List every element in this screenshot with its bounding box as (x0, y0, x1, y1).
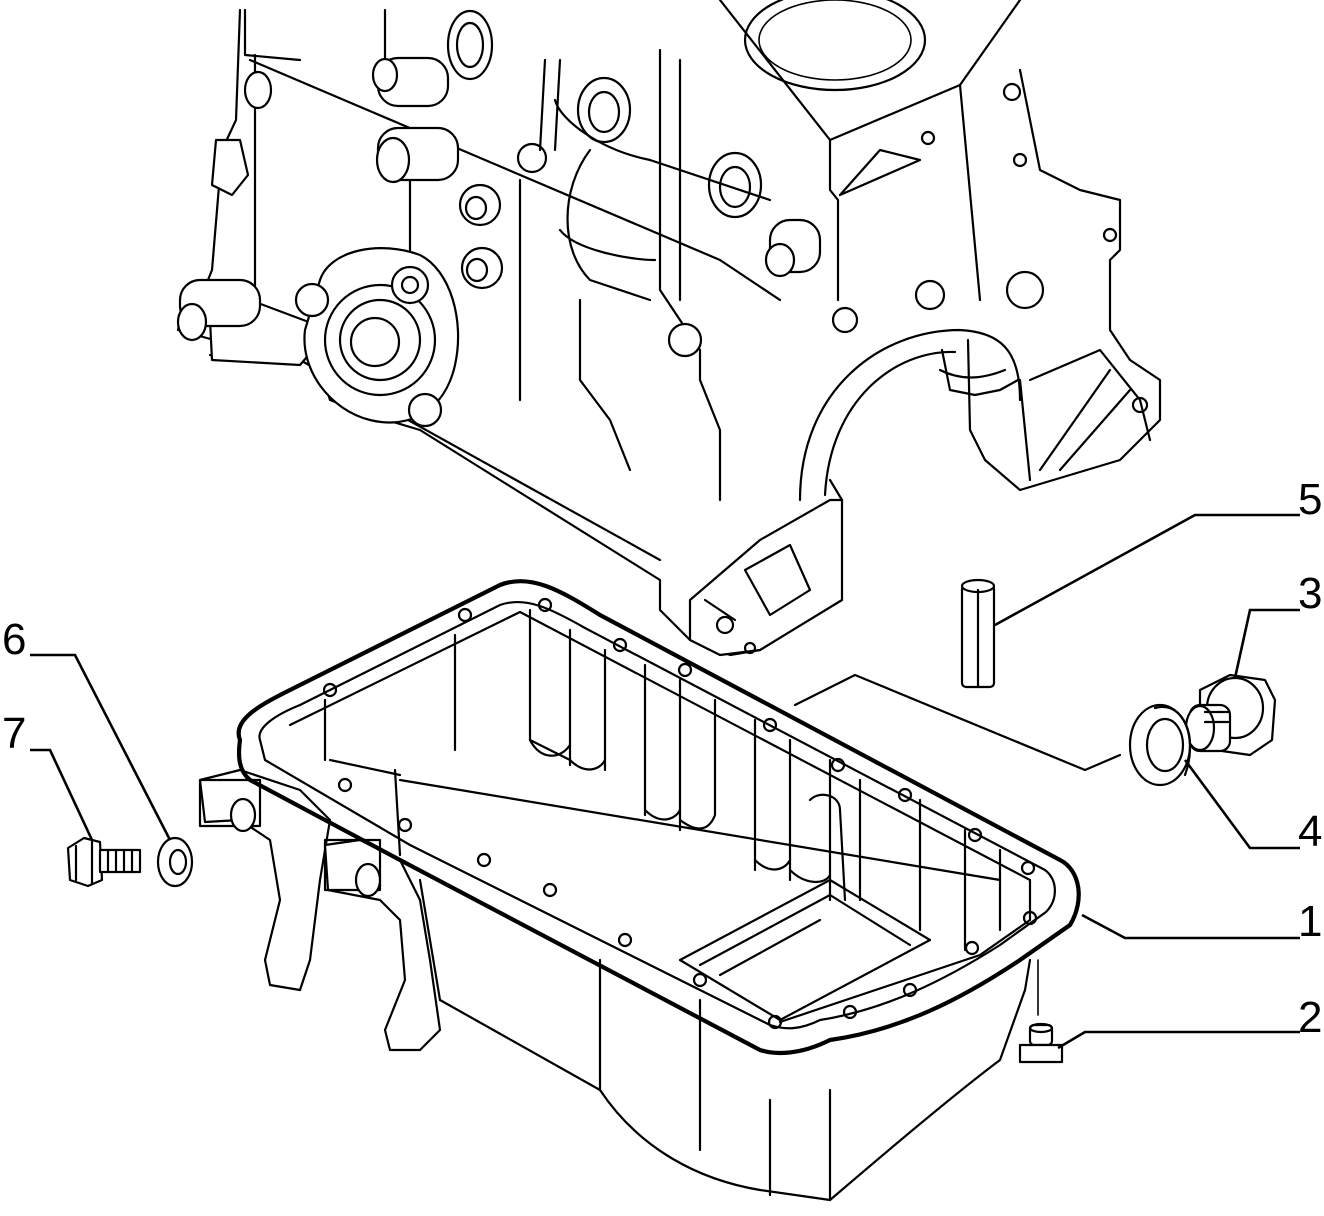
oil-pan (198, 579, 1122, 1202)
callout-5: 5 (1298, 475, 1323, 524)
callout-2: 2 (1298, 993, 1323, 1042)
engine-plugs (243, 9, 822, 358)
bolt-washer (156, 836, 194, 888)
engine-flange (294, 247, 460, 428)
flange-bolt (66, 836, 142, 888)
sealing-washer (1128, 703, 1192, 787)
callout-3: 3 (1298, 569, 1323, 618)
callout-1: 1 (1298, 897, 1323, 946)
oil-pan-bolt-holes (322, 597, 1038, 1030)
filler-cap (1184, 673, 1277, 757)
leader-lines (30, 513, 1300, 1050)
dowel-pin (960, 578, 996, 689)
engine-block (176, 0, 1162, 657)
engine-left-bracket (176, 138, 332, 367)
drain-plug (1018, 1022, 1064, 1064)
callout-6: 6 (2, 615, 27, 664)
engine-rear-bracket (688, 498, 844, 657)
callout-7: 7 (2, 709, 27, 758)
callout-4: 4 (1298, 807, 1323, 856)
